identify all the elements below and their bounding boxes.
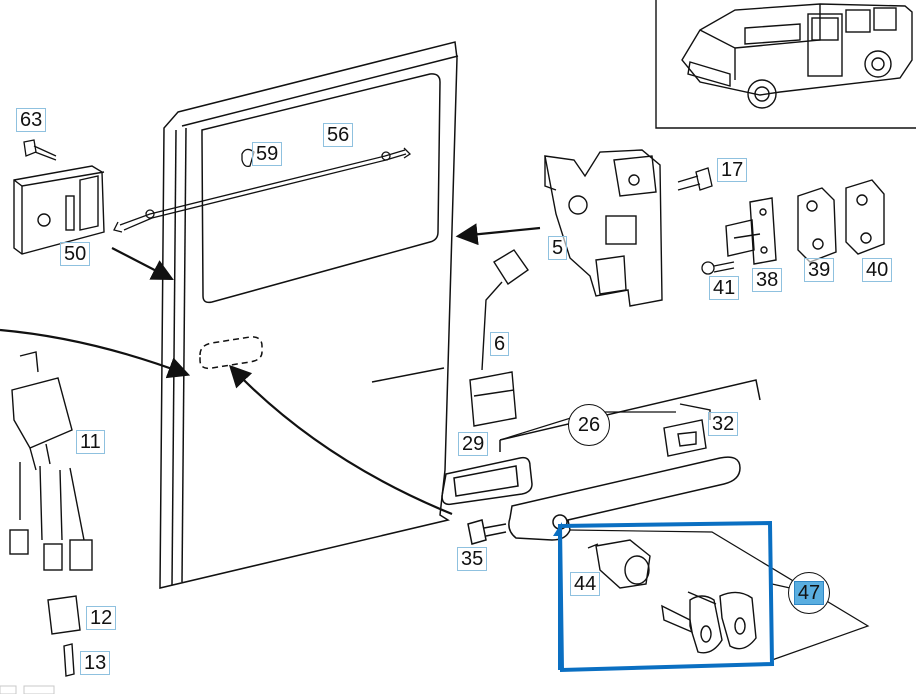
- callout-50[interactable]: 50: [60, 242, 91, 266]
- callout-39[interactable]: 39: [804, 258, 835, 282]
- door-lock: [544, 149, 663, 307]
- callout-5[interactable]: 5: [548, 236, 568, 260]
- screw-part: [701, 261, 735, 275]
- callout-13[interactable]: 13: [80, 651, 111, 675]
- callout-44[interactable]: 44: [570, 572, 601, 596]
- callout-12[interactable]: 12: [86, 606, 117, 630]
- clip-part: [241, 148, 255, 168]
- callout-56[interactable]: 56: [323, 123, 354, 147]
- door-panel: [159, 41, 459, 589]
- callout-26-circle: 26: [568, 404, 610, 446]
- callout-63[interactable]: 63: [16, 108, 47, 132]
- crop-fragments: [0, 685, 55, 694]
- central-lock-motor: [9, 351, 93, 571]
- callout-35[interactable]: 35: [457, 547, 488, 571]
- callout-6[interactable]: 6: [490, 332, 510, 356]
- callout-29[interactable]: 29: [458, 432, 489, 456]
- callout-47[interactable]: 47: [793, 581, 825, 605]
- striker-plate: [725, 197, 777, 265]
- callout-26[interactable]: 26: [577, 413, 601, 436]
- outer-handle: [441, 379, 761, 545]
- striker-bracket: [13, 165, 105, 255]
- callout-40[interactable]: 40: [862, 258, 893, 282]
- van-inset: [655, 0, 916, 129]
- highlight-group-47: [553, 520, 775, 673]
- small-parts: [47, 595, 81, 677]
- assembly-arrows: [0, 223, 541, 516]
- callout-38[interactable]: 38: [752, 268, 783, 292]
- callout-47-circle: 47: [788, 572, 830, 614]
- callout-32[interactable]: 32: [708, 412, 739, 436]
- callout-41[interactable]: 41: [709, 276, 740, 300]
- shim-plates: [797, 179, 885, 263]
- actuator-cable: [469, 249, 529, 427]
- callout-17[interactable]: 17: [717, 158, 748, 182]
- callout-11[interactable]: 11: [76, 430, 105, 454]
- keys: [661, 591, 757, 654]
- bolt-part: [677, 167, 713, 191]
- bolt-part: [23, 139, 57, 161]
- cable-rod: [113, 147, 412, 233]
- lock-cylinder: [587, 539, 651, 589]
- callout-59[interactable]: 59: [252, 142, 283, 166]
